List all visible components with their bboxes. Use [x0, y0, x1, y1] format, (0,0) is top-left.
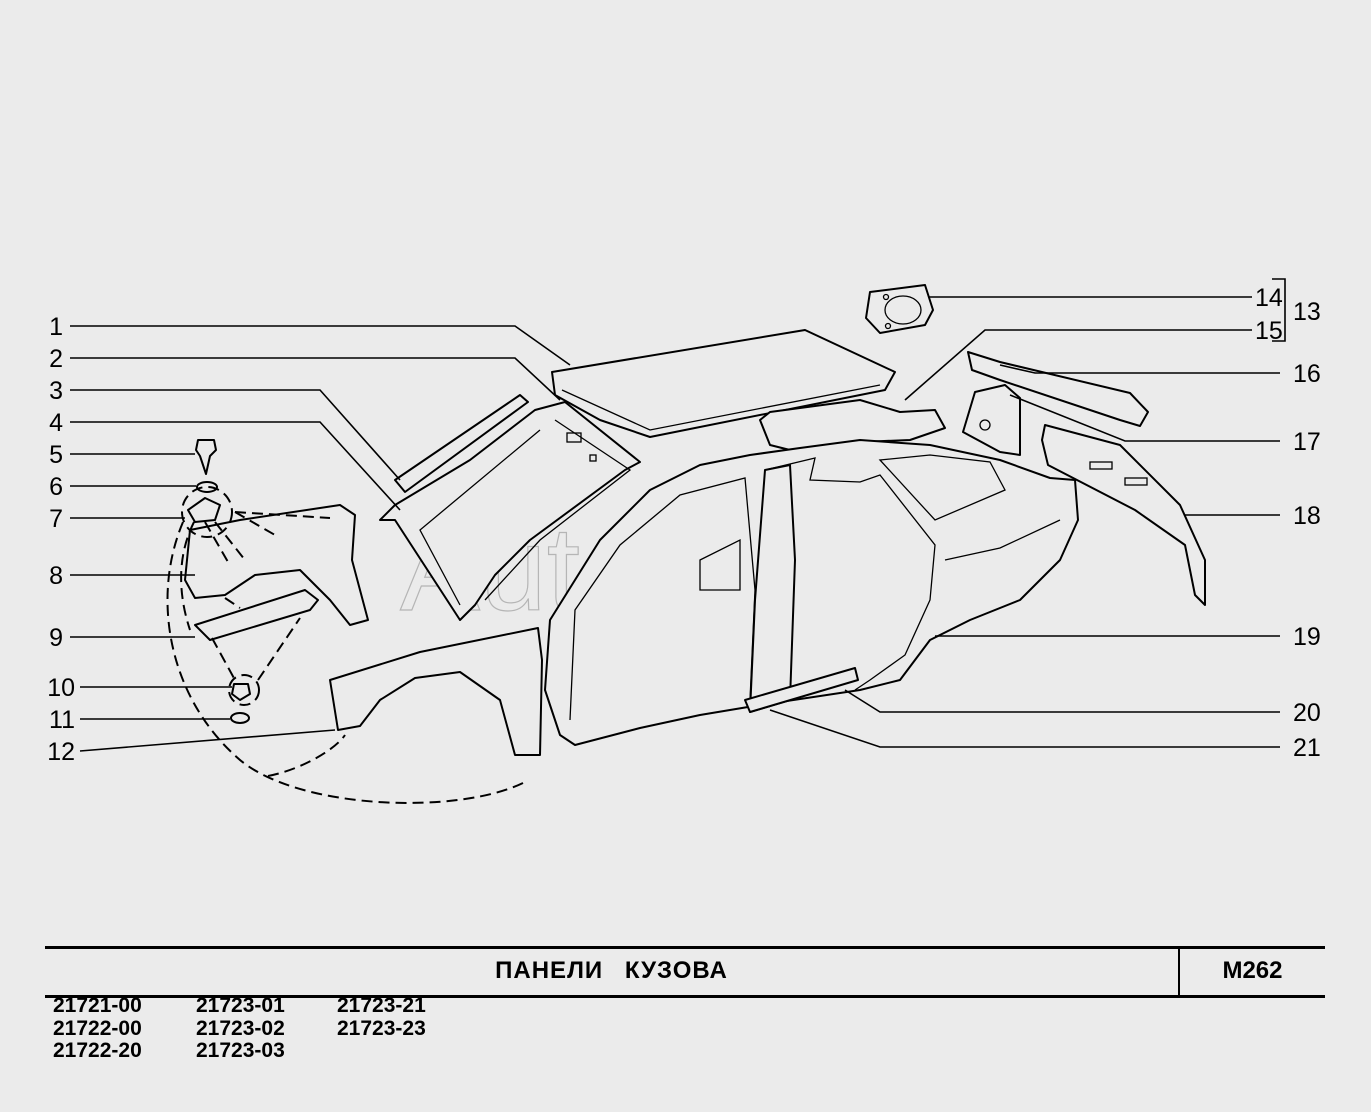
part-washer [196, 481, 218, 493]
callout-6: 6 [49, 473, 63, 501]
callout-17: 17 [1293, 428, 1321, 456]
model-code: 21723-02 [196, 1016, 285, 1040]
title-divider [1178, 949, 1180, 995]
page-title: ПАНЕЛИ КУЗОВА [495, 957, 728, 984]
part-fuel-filler-door [865, 284, 934, 334]
part-roof-rail-strip [394, 394, 529, 493]
callout-12: 12 [47, 738, 75, 766]
part-bolt-small [231, 683, 251, 701]
part-clip [187, 497, 221, 523]
callout-4: 4 [49, 409, 63, 437]
callout-10: 10 [47, 674, 75, 702]
callout-7: 7 [49, 505, 63, 533]
callout-8: 8 [49, 562, 63, 590]
title-block: ПАНЕЛИ КУЗОВА M262 [45, 946, 1325, 998]
part-front-wing [329, 627, 543, 756]
callout-19: 19 [1293, 623, 1321, 651]
assembly-dashed-lines [166, 486, 526, 804]
part-mudguard-bracket [194, 589, 319, 641]
model-code: 21723-21 [337, 994, 426, 1017]
model-code: 21723-01 [196, 994, 285, 1017]
callout-16: 16 [1293, 360, 1321, 388]
callout-9: 9 [49, 624, 63, 652]
model-code: 21722-00 [53, 1016, 142, 1040]
callout-5: 5 [49, 441, 63, 469]
model-code: 21722-20 [53, 1039, 142, 1062]
part-sill-reinforcement [744, 667, 859, 713]
part-front-wing-upper [184, 504, 369, 626]
callout-labels: 1 2 3 4 5 6 7 8 9 10 11 12 13 14 15 16 1… [47, 284, 1321, 766]
part-bolt [195, 439, 217, 475]
callout-14: 14 [1255, 284, 1283, 312]
part-nut [230, 712, 250, 724]
part-side-frame [544, 439, 1079, 746]
leader-lines [70, 278, 1286, 752]
model-code: 21723-03 [196, 1039, 285, 1062]
callout-11: 11 [49, 706, 75, 734]
callout-13: 13 [1293, 298, 1321, 326]
model-column-1: 21721-00 21722-00 21722-20 [53, 994, 203, 1063]
model-column-2: 21723-01 21723-02 21723-03 [196, 994, 346, 1063]
exploded-body-panels-diagram: AutoSoft [47, 278, 1321, 804]
callout-3: 3 [49, 377, 63, 405]
part-rear-roof-bow [759, 399, 946, 451]
callout-20: 20 [1293, 699, 1321, 727]
callout-15: 15 [1255, 317, 1283, 345]
callout-1: 1 [49, 313, 63, 341]
part-wheel-arch-bracket [962, 384, 1021, 456]
callout-21: 21 [1293, 734, 1321, 762]
part-rear-panel [1041, 424, 1206, 606]
sheet-code: M262 [1222, 957, 1283, 984]
model-code: 21723-23 [337, 1016, 426, 1040]
callout-18: 18 [1293, 502, 1321, 530]
model-column-3: 21723-21 21723-23 [337, 994, 487, 1040]
callout-2: 2 [49, 345, 63, 373]
model-code: 21721-00 [53, 994, 142, 1017]
